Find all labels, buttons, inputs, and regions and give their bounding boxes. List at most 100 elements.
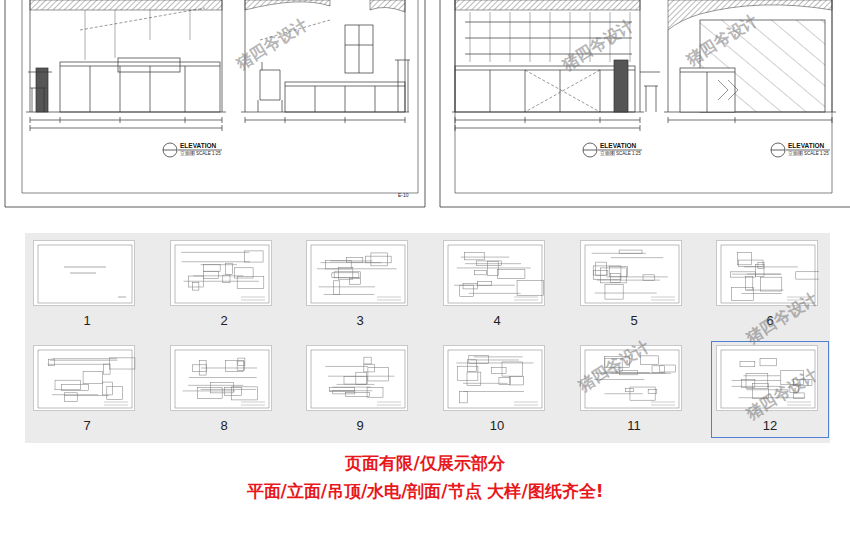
plan-wall xyxy=(201,389,257,390)
plan-wall xyxy=(456,362,533,363)
plan-room xyxy=(109,358,135,369)
plan-wall xyxy=(741,293,781,294)
plan-room xyxy=(593,266,621,279)
thumbnail-sheet xyxy=(443,345,545,411)
plan-wall xyxy=(182,261,251,262)
plan-wall xyxy=(463,383,507,384)
thumbnail-drawing xyxy=(171,346,273,412)
plan-room xyxy=(334,281,340,294)
plan-room xyxy=(610,273,620,282)
thumbnail-linework xyxy=(311,245,405,303)
thumbnail-panel xyxy=(25,233,830,443)
thumbnail-frame xyxy=(38,350,132,408)
elevation-view xyxy=(455,70,635,112)
plan-room xyxy=(510,377,524,385)
elevation-view xyxy=(718,80,738,100)
thumbnail-drawing xyxy=(34,241,136,307)
thumbnail-frame xyxy=(38,245,132,303)
plan-room xyxy=(344,377,367,385)
ceiling-hatch xyxy=(370,0,405,12)
plan-room xyxy=(738,260,763,267)
elevation-view xyxy=(80,8,205,30)
plan-room xyxy=(596,262,607,275)
plan-wall xyxy=(744,375,780,376)
elevation-view xyxy=(36,68,48,112)
plan-room xyxy=(460,392,468,403)
plan-room xyxy=(204,271,219,278)
plan-room xyxy=(203,264,220,271)
elevation-view xyxy=(664,0,836,112)
plan-wall xyxy=(732,274,782,275)
page-number: 9 xyxy=(302,411,418,437)
sheet-frame xyxy=(5,0,850,207)
title-block xyxy=(104,402,128,405)
plan-wall xyxy=(747,274,781,275)
elevation-symbol xyxy=(163,150,222,151)
plan-wall xyxy=(474,356,523,357)
plan-wall xyxy=(193,275,243,276)
thumbnail-drawing xyxy=(34,346,136,412)
plan-room xyxy=(648,390,657,394)
drawing-thumbnail: 7 xyxy=(28,341,146,438)
plan-room xyxy=(193,283,199,290)
plan-wall xyxy=(320,262,381,263)
title-block xyxy=(651,297,675,300)
plan-wall xyxy=(597,280,660,281)
page-number: 5 xyxy=(576,306,692,332)
plan-room xyxy=(356,372,367,384)
plan-room xyxy=(103,382,113,395)
thumbnail-frame xyxy=(175,245,269,303)
plan-room xyxy=(237,276,264,288)
plan-wall xyxy=(592,253,646,254)
drawing-thumbnail: 1 xyxy=(28,236,146,333)
view-title: ELEVATION xyxy=(788,142,824,149)
elevation-view xyxy=(118,58,180,72)
plan-wall xyxy=(181,252,249,253)
plan-room xyxy=(740,361,755,366)
plan-wall xyxy=(188,385,243,386)
view-subtitle: 立面图 xyxy=(788,152,803,157)
page-number: 2 xyxy=(166,306,282,332)
elevation-view xyxy=(455,66,635,112)
title-block xyxy=(377,402,401,405)
thumbnail-linework xyxy=(175,350,269,408)
plan-room xyxy=(460,285,474,296)
page-number: 12 xyxy=(712,411,828,437)
title-block xyxy=(377,297,401,300)
thumbnail-frame xyxy=(448,350,542,408)
plan-wall xyxy=(317,268,397,269)
plan-wall xyxy=(201,367,257,368)
elevation-view xyxy=(285,82,405,112)
drawing-thumbnail: 9 xyxy=(301,341,419,438)
plan-room xyxy=(193,365,207,372)
plan-room xyxy=(65,393,78,401)
view-subtitle: 立面图 xyxy=(180,152,195,157)
plan-room xyxy=(652,366,664,373)
plan-room xyxy=(467,372,481,386)
title-block xyxy=(241,402,265,405)
plan-wall xyxy=(50,360,117,361)
elevation-view xyxy=(85,10,190,60)
elevation-view xyxy=(26,0,226,112)
plan-wall xyxy=(457,267,531,268)
thumbnail-drawing xyxy=(444,241,546,307)
elevation-view xyxy=(668,117,832,123)
plan-wall xyxy=(732,386,782,387)
plan-room xyxy=(223,275,230,283)
thumbnail-drawing xyxy=(307,346,409,412)
thumbnail-sheet xyxy=(170,240,272,306)
plan-wall xyxy=(605,393,643,394)
plan-wall xyxy=(324,294,375,295)
plan-room xyxy=(761,277,782,291)
thumbnail-drawing xyxy=(307,241,409,307)
plan-wall xyxy=(469,293,521,294)
sheet-frame xyxy=(5,0,425,207)
title-block xyxy=(514,297,538,300)
plan-room xyxy=(325,261,351,269)
plan-wall xyxy=(189,377,257,378)
plan-room xyxy=(737,253,751,265)
plan-wall xyxy=(52,394,98,395)
sheet-frame xyxy=(455,0,832,193)
plan-room xyxy=(107,386,123,399)
plan-room xyxy=(498,269,525,278)
